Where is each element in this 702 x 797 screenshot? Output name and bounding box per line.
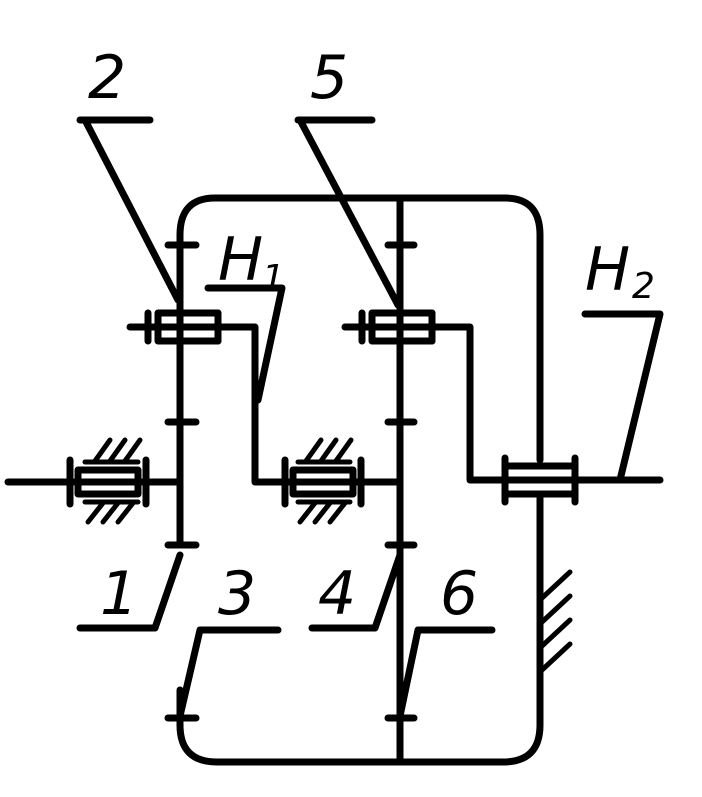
label-h2: H (585, 235, 630, 305)
label-5: 5 (310, 43, 348, 113)
ring-gear-6 (396, 194, 544, 464)
ring-gear-3-bottom (176, 686, 404, 766)
carrier-h1 (239, 323, 404, 486)
leader-2 (81, 116, 182, 304)
leader-h1 (204, 284, 286, 404)
leader-4 (308, 551, 404, 632)
output-bearing (501, 454, 664, 506)
label-1: 1 (100, 559, 138, 629)
label-6: 6 (440, 559, 478, 629)
ring-gear-6-lower (396, 494, 544, 766)
leader-3 (176, 626, 282, 720)
ring-gear-3 (176, 194, 404, 299)
leader-1 (76, 551, 184, 632)
stage-2-gears (341, 296, 466, 549)
ring-6-ground-hatch (539, 569, 573, 673)
label-h1-subscript: 1 (262, 258, 285, 299)
carrier-h2 (458, 323, 509, 484)
input-ground-hatch-top (82, 437, 143, 465)
label-4: 4 (318, 559, 356, 629)
leader-h2 (581, 310, 664, 484)
label-h1: H (218, 225, 263, 295)
middle-bearing (281, 437, 365, 525)
label-h2-subscript: 2 (632, 266, 655, 307)
leader-lines (76, 116, 664, 720)
input-shaft (4, 437, 184, 525)
leader-6 (396, 626, 496, 720)
middle-bearing-box (289, 466, 357, 498)
middle-ground-hatch-bottom (295, 499, 353, 525)
label-2: 2 (88, 43, 126, 113)
input-ground-hatch-bottom (82, 499, 141, 525)
label-3: 3 (218, 559, 256, 629)
stage-1-gears (126, 291, 247, 549)
middle-ground-hatch-top (295, 437, 354, 465)
input-bearing-box (74, 466, 142, 498)
leader-5 (296, 116, 402, 309)
